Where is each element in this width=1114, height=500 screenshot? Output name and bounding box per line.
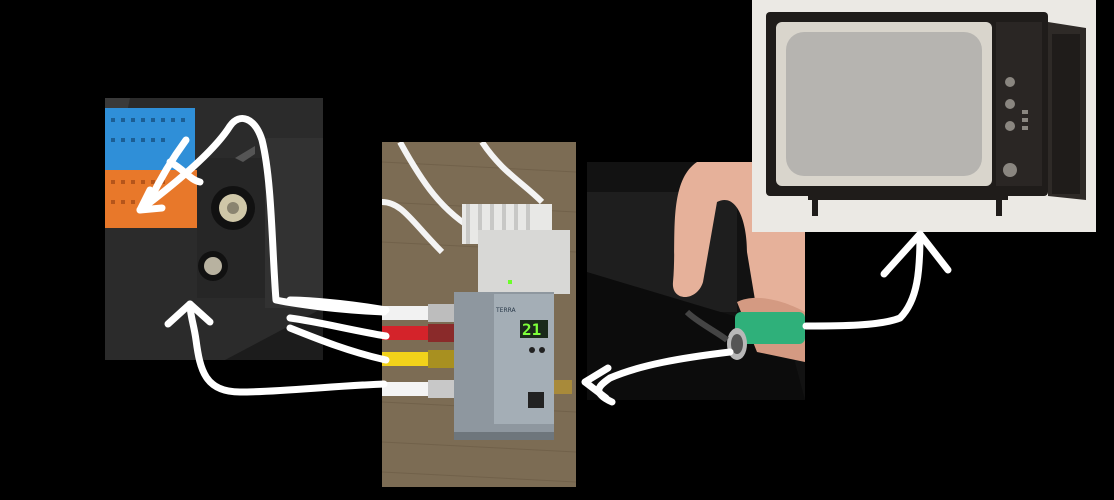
tv-illustration xyxy=(752,0,1096,232)
modulator-lid xyxy=(478,230,570,294)
din-plug xyxy=(735,312,805,344)
orange-port-strip xyxy=(105,170,197,228)
vintage-tv-photo xyxy=(752,0,1096,232)
channel-display: 21 xyxy=(522,320,541,339)
rf-modulator-photo: TERRA 21 xyxy=(382,142,576,487)
blue-port-strip xyxy=(105,108,195,170)
modulator-illustration: TERRA 21 xyxy=(382,142,576,487)
computer-connector-photo xyxy=(105,98,323,360)
connector-illustration xyxy=(105,98,323,360)
rf-socket xyxy=(204,257,222,275)
qr-code xyxy=(528,392,544,408)
tv-screen xyxy=(786,32,982,176)
modulator-brand: TERRA xyxy=(495,307,517,314)
tv-controls xyxy=(1003,77,1028,177)
rf-input-connector xyxy=(554,380,572,394)
rca-plug-red xyxy=(382,326,428,340)
rf-output-plug xyxy=(382,382,428,396)
rca-plug-yellow xyxy=(382,352,428,366)
arrow-din-to-tv xyxy=(802,230,924,330)
rca-plug-white xyxy=(382,306,428,320)
